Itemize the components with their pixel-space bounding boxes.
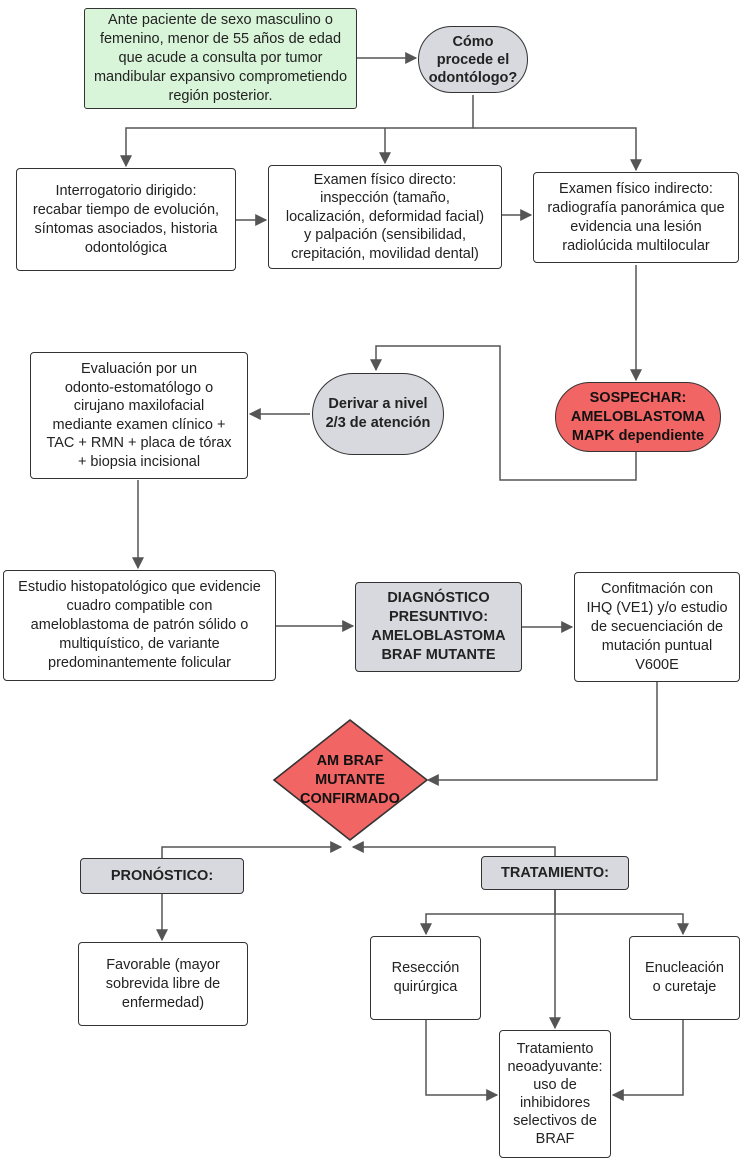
diagnostico-node: DIAGNÓSTICO PRESUNTIVO: AMELOBLASTOMA BR… (355, 582, 522, 672)
arrow-tratamiento-to-reseccion (420, 890, 556, 936)
arrow-question-to-interrogatorio (120, 95, 474, 168)
confirmacion-node: Confitmación con IHQ (VE1) y/o estudio d… (574, 572, 740, 682)
interrogatorio-node: Interrogatorio dirigido: recabar tiempo … (16, 168, 236, 271)
start-node: Ante paciente de sexo masculino o femeni… (84, 8, 357, 109)
arrow-confirmacion-to-confirmado (426, 682, 658, 786)
question-node: Cómo procede el odontólogo? (418, 26, 528, 93)
arrow-reseccion-to-neoadyuvante (425, 1020, 499, 1101)
confirmado-node: AM BRAF MUTANTE CONFIRMADO (300, 752, 400, 807)
examen-directo-node: Examen físico directo: inspección (tamañ… (268, 165, 502, 269)
arrow-enucleacion-to-neoadyuvante (611, 1020, 684, 1101)
arrow-pronostico-to-confirmado (161, 841, 343, 858)
examen-indirecto-node: Examen físico indirecto: radiografía pan… (533, 172, 739, 263)
reseccion-node: Resección quirúrgica (370, 936, 481, 1020)
estudio-node: Estudio histopatológico que evidencie cu… (3, 570, 276, 681)
arrow-tratamiento-to-confirmado (351, 841, 556, 858)
tratamiento-node: TRATAMIENTO: (481, 856, 629, 890)
enucleacion-node: Enucleación o curetaje (629, 936, 740, 1020)
derivar-node: Derivar a nivel 2/3 de atención (312, 373, 444, 455)
sospechar-node: SOSPECHAR: AMELOBLASTOMA MAPK dependient… (555, 382, 721, 452)
arrow-question-to-examen-indirecto (473, 127, 642, 172)
arrow-tratamiento-to-enucleacion (555, 913, 689, 936)
confirmado-diamond-shape (272, 718, 429, 842)
evaluacion-node: Evaluación por un odonto-estomatólogo o … (30, 352, 248, 479)
arrow-sospechar-to-derivar (370, 345, 637, 481)
favorable-node: Favorable (mayor sobrevida libre de enfe… (78, 942, 248, 1026)
pronostico-node: PRONÓSTICO: (80, 858, 244, 894)
neoadyuvante-node: Tratamiento neoadyuvante: uso de inhibid… (499, 1030, 611, 1158)
